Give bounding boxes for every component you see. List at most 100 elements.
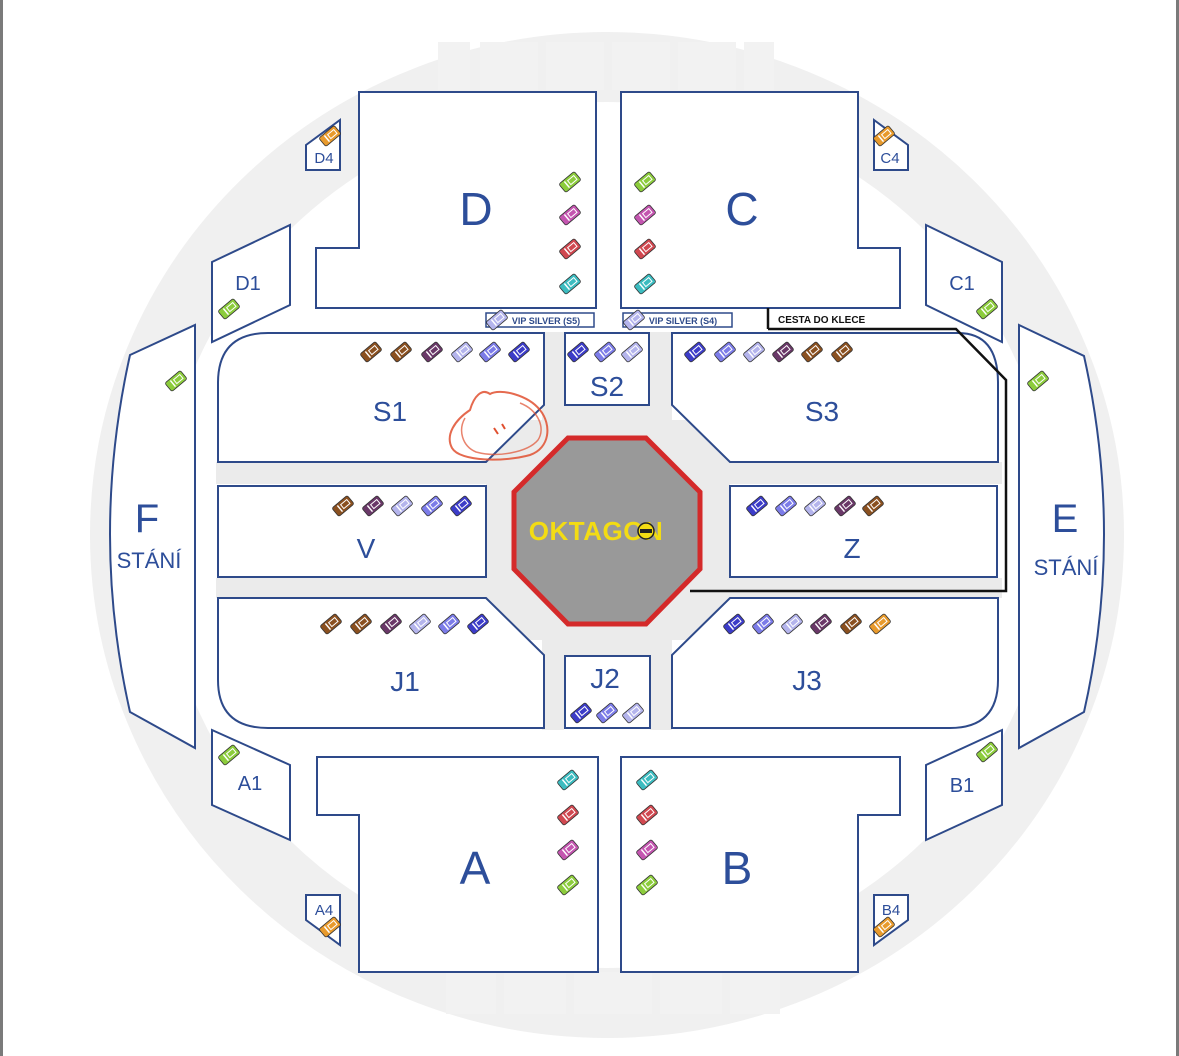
section-e-label: E — [1052, 497, 1079, 541]
ticket-icon[interactable] — [873, 916, 895, 938]
ticket-icon[interactable] — [570, 702, 592, 724]
ticket-icon[interactable] — [421, 495, 443, 517]
ticket-icon[interactable] — [409, 613, 431, 635]
section-j3-label: J3 — [792, 665, 822, 696]
ticket-icon[interactable] — [636, 874, 658, 896]
ticket-icon[interactable] — [594, 341, 616, 363]
ticket-icon[interactable] — [636, 769, 658, 791]
ticket-icon[interactable] — [775, 495, 797, 517]
ticket-icon[interactable] — [559, 204, 581, 226]
section-e-sub: STÁNÍ — [1034, 555, 1100, 580]
ticket-icon[interactable] — [636, 839, 658, 861]
hand-drawn-marker — [448, 390, 549, 461]
ticket-icon[interactable] — [391, 495, 413, 517]
ticket-icon[interactable] — [390, 341, 412, 363]
section-d4-label: D4 — [314, 150, 333, 167]
ticket-icon[interactable] — [801, 341, 823, 363]
ticket-icon[interactable] — [634, 238, 656, 260]
ticket-icon[interactable] — [421, 341, 443, 363]
ticket-icon[interactable] — [772, 341, 794, 363]
section-d1-label: D1 — [235, 273, 261, 295]
ticket-icon[interactable] — [634, 204, 656, 226]
ticket-icon[interactable] — [596, 702, 618, 724]
ticket-icon[interactable] — [752, 613, 774, 635]
ticket-icon[interactable] — [486, 309, 508, 331]
ticket-icon[interactable] — [218, 744, 240, 766]
ticket-icon[interactable] — [623, 309, 645, 331]
ticket-icons — [165, 125, 1049, 938]
ticket-icon[interactable] — [557, 839, 579, 861]
section-s2-label: S2 — [590, 371, 624, 402]
ticket-icon[interactable] — [781, 613, 803, 635]
ticket-icon[interactable] — [873, 125, 895, 147]
ticket-icon[interactable] — [165, 370, 187, 392]
ticket-icon[interactable] — [557, 874, 579, 896]
section-e[interactable]: E STÁNÍ — [1018, 323, 1105, 750]
ticket-icon[interactable] — [634, 171, 656, 193]
vip-silver-s5[interactable]: VIP SILVER (S5) — [485, 312, 595, 328]
route-label: CESTA DO KLECE — [778, 315, 866, 326]
ticket-icon[interactable] — [559, 273, 581, 295]
ticket-icon[interactable] — [559, 171, 581, 193]
section-s3-label: S3 — [805, 396, 839, 427]
ticket-icon[interactable] — [559, 238, 581, 260]
ticket-icon[interactable] — [557, 769, 579, 791]
section-z[interactable]: Z — [729, 485, 998, 578]
ticket-icon[interactable] — [636, 804, 658, 826]
octagon-cage[interactable]: OKTAGON — [511, 435, 703, 627]
ticket-icon[interactable] — [380, 613, 402, 635]
section-d[interactable]: D — [315, 91, 597, 309]
ticket-icon[interactable] — [450, 495, 472, 517]
ticket-icon[interactable] — [557, 804, 579, 826]
ticket-icon[interactable] — [438, 613, 460, 635]
ticket-icon[interactable] — [746, 495, 768, 517]
section-c-label: C — [725, 183, 758, 235]
ticket-icon[interactable] — [319, 125, 341, 147]
section-j3[interactable]: J3 — [671, 597, 999, 729]
section-b[interactable]: B — [620, 756, 901, 973]
ticket-icon[interactable] — [621, 341, 643, 363]
ticket-icon[interactable] — [508, 341, 530, 363]
ticket-icon[interactable] — [976, 298, 998, 320]
ticket-icon[interactable] — [622, 702, 644, 724]
ticket-icon[interactable] — [810, 613, 832, 635]
section-f[interactable]: F STÁNÍ — [109, 323, 196, 750]
ticket-icon[interactable] — [714, 341, 736, 363]
ticket-icon[interactable] — [362, 495, 384, 517]
section-j1[interactable]: J1 — [217, 597, 545, 729]
section-v[interactable]: V — [217, 485, 487, 578]
ticket-icon[interactable] — [319, 916, 341, 938]
ticket-icon[interactable] — [350, 613, 372, 635]
vip-silver-s4[interactable]: VIP SILVER (S4) — [622, 312, 733, 328]
ticket-icon[interactable] — [684, 341, 706, 363]
ticket-icon[interactable] — [834, 495, 856, 517]
ticket-icon[interactable] — [451, 341, 473, 363]
ticket-icon[interactable] — [467, 613, 489, 635]
section-d-label: D — [459, 183, 492, 235]
ticket-icon[interactable] — [218, 298, 240, 320]
section-s3[interactable]: S3 — [671, 332, 999, 463]
ticket-icon[interactable] — [804, 495, 826, 517]
ticket-icon[interactable] — [862, 495, 884, 517]
section-j2-label: J2 — [590, 663, 620, 694]
section-a4-label: A4 — [315, 902, 333, 919]
ticket-icon[interactable] — [743, 341, 765, 363]
ticket-icon[interactable] — [567, 341, 589, 363]
section-a[interactable]: A — [316, 756, 599, 973]
ticket-icon[interactable] — [320, 613, 342, 635]
section-s1[interactable]: S1 — [217, 332, 545, 463]
ticket-icon[interactable] — [1027, 370, 1049, 392]
ticket-icon[interactable] — [723, 613, 745, 635]
ticket-icon[interactable] — [332, 495, 354, 517]
ticket-icon[interactable] — [976, 741, 998, 763]
ticket-icon[interactable] — [831, 341, 853, 363]
ticket-icon[interactable] — [360, 341, 382, 363]
ticket-icon[interactable] — [634, 273, 656, 295]
section-c[interactable]: C — [620, 91, 901, 309]
ticket-icon[interactable] — [869, 613, 891, 635]
ticket-icon[interactable] — [840, 613, 862, 635]
section-c4-label: C4 — [880, 150, 899, 167]
ticket-icon[interactable] — [479, 341, 501, 363]
